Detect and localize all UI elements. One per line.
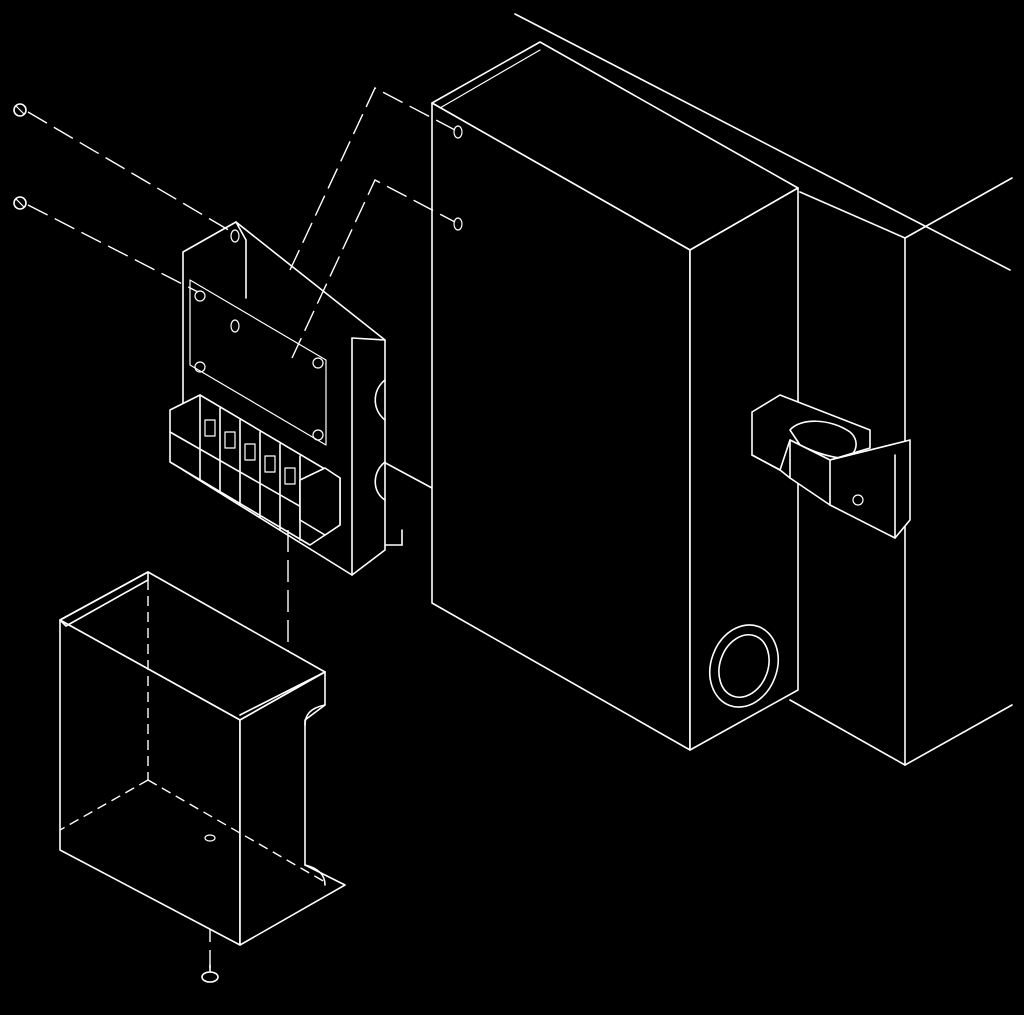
hinge-latch-bracket (751, 394, 911, 539)
conduit-knockout (709, 624, 779, 708)
plate-screw-icon (312, 429, 324, 441)
plate-screw-icon (194, 290, 206, 302)
screw-icon (201, 964, 219, 983)
terminal-cover (59, 571, 346, 946)
terminal-block-assembly (169, 221, 386, 576)
screw-icon (13, 196, 27, 210)
bracket-hole (852, 494, 864, 506)
mounting-hole-lower (453, 217, 463, 231)
mounting-screws (13, 103, 219, 983)
mounting-hole-upper (453, 125, 463, 139)
plate-screw-icon (312, 357, 324, 369)
wall-mounted-enclosure (431, 41, 799, 751)
screw-icon (13, 103, 27, 117)
plate-screw-icon (194, 361, 206, 373)
